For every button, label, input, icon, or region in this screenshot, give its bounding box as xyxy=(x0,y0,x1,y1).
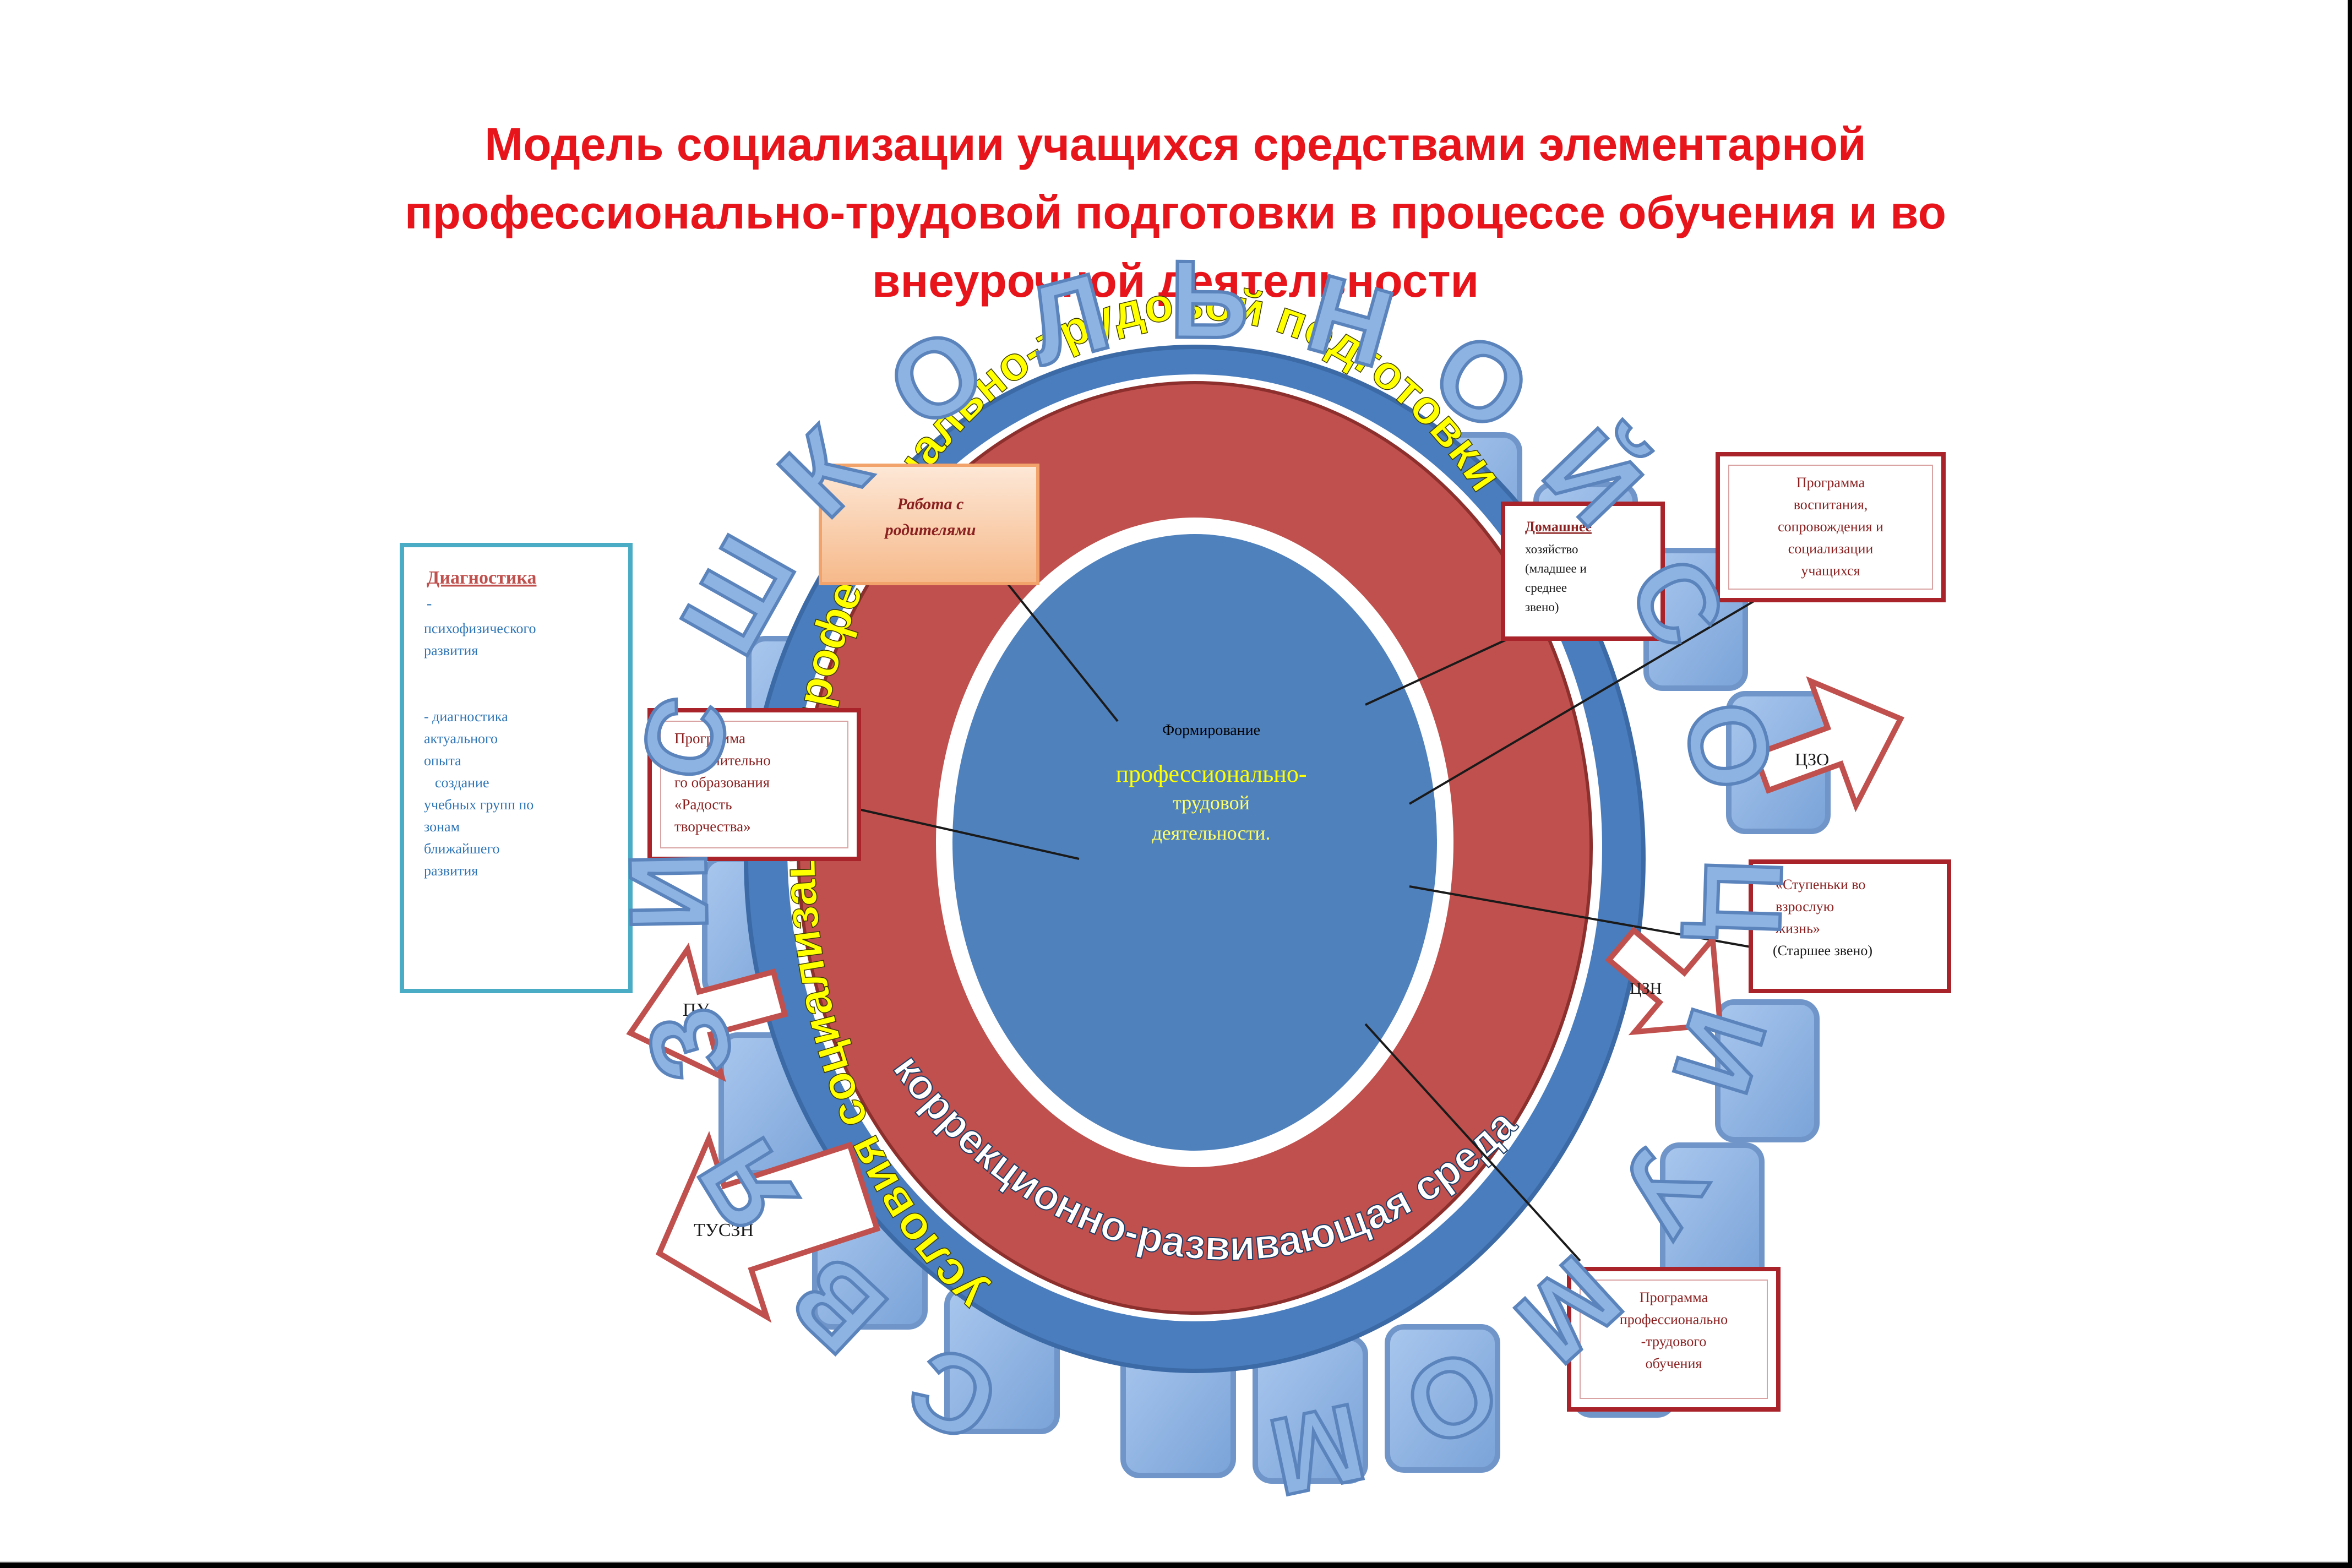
box-parents-line-2: родителями xyxy=(884,521,976,539)
arrow-tsn-label: ЦЗН xyxy=(1630,979,1662,998)
page-title: Модель социализации учащихся средствами … xyxy=(110,110,2241,315)
upb-line-4: социализации xyxy=(1788,541,1874,557)
center-circle xyxy=(952,534,1437,1151)
addl-line-4: «Радость xyxy=(674,796,732,813)
diag-line-10: развития xyxy=(424,863,478,879)
upb-line-2: воспитания, xyxy=(1794,497,1868,513)
letter-block xyxy=(1715,999,1820,1142)
center-line-3: трудовой xyxy=(1173,792,1250,814)
steps-line-3: жизнь» xyxy=(1775,921,1820,937)
home-heading: Домашнее xyxy=(1525,519,1592,535)
steps-line-2: взрослую xyxy=(1776,899,1834,914)
diag-line-8: зонам xyxy=(424,819,460,835)
addl-line-5: творчества» xyxy=(674,818,751,835)
labor-line-4: обучения xyxy=(1646,1355,1702,1371)
diag-heading: Диагностика xyxy=(427,568,536,588)
home-line-1: хозяйство xyxy=(1525,542,1578,556)
addl-line-3: го образования xyxy=(674,774,770,791)
diag-line-1: психофизического xyxy=(424,620,536,636)
home-line-3: среднее xyxy=(1525,581,1567,595)
diag-line-2: развития xyxy=(424,643,478,658)
title-line-2: профессионально-трудовой подготовки в пр… xyxy=(405,187,1946,238)
arrow-pu-label: ПУ xyxy=(683,1000,710,1020)
center-text: Формирование профессионально- трудовой д… xyxy=(1116,722,1307,844)
box-program-additional: Программа дополнительно го образования «… xyxy=(647,708,861,861)
diag-line-6: создание xyxy=(435,775,489,791)
diag-line-7: учебных групп по xyxy=(424,797,533,813)
center-line-2: профессионально- xyxy=(1116,760,1307,787)
title-line-3: внеурочной деятельности xyxy=(872,255,1479,307)
center-line-1: Формирование xyxy=(1162,722,1260,739)
outer-letter: С xyxy=(616,685,754,792)
home-line-2: (младшее и xyxy=(1525,562,1587,575)
diag-line-5: опыта xyxy=(424,753,461,769)
diag-line-3: - диагностика xyxy=(424,709,508,725)
letter-block xyxy=(1385,1324,1500,1473)
diag-line-4: актуального xyxy=(424,731,498,747)
home-line-4: звено) xyxy=(1525,600,1559,614)
arrow-tszo: ЦЗО xyxy=(1751,676,1905,813)
labor-line-3: -трудового xyxy=(1641,1333,1707,1349)
arrow-pu: ПУ xyxy=(626,943,788,1082)
addl-line-2: дополнительно xyxy=(674,752,771,769)
labor-line-2: профессионально xyxy=(1620,1311,1728,1327)
upb-line-3: сопровождения и xyxy=(1778,519,1883,535)
box-parents: Работа с родителями xyxy=(819,464,1039,585)
upb-line-1: Программа xyxy=(1796,475,1865,491)
connector-lines xyxy=(858,582,1785,1262)
box-parents-line-1: Работа с xyxy=(897,495,964,513)
arrow-tusin-label: ТУСЗН xyxy=(694,1220,754,1240)
box-steps: «Ступеньки во взрослую жизнь» (Старшее з… xyxy=(1749,859,1951,993)
arrow-tusin: ТУСЗН xyxy=(655,1131,881,1323)
diag-line-9: ближайшего xyxy=(424,841,499,857)
outer-letter: Ц xyxy=(1680,857,1805,941)
box-labor: Программа профессионально -трудового обу… xyxy=(1567,1267,1781,1412)
outer-letter: Ь xyxy=(1169,238,1249,361)
arrow-tszo-label: ЦЗО xyxy=(1795,749,1829,769)
upb-line-5: учащихся xyxy=(1801,563,1860,579)
box-home-module: Домашнее хозяйство (младшее и среднее зв… xyxy=(1501,502,1665,641)
arrow-tsn: ЦЗН xyxy=(1605,926,1723,1036)
addl-line-1: Программа xyxy=(674,730,745,747)
labor-line-1: Программа xyxy=(1640,1289,1708,1305)
steps-line-4: (Старшее звено) xyxy=(1773,943,1872,959)
box-diagnostics: Диагностика - психофизического развития … xyxy=(400,543,633,993)
steps-line-1: «Ступеньки во xyxy=(1776,876,1865,892)
box-upbringing: Программа воспитания, сопровождения и со… xyxy=(1716,452,1946,602)
outer-letter: И xyxy=(607,851,731,932)
title-line-1: Модель социализации учащихся средствами … xyxy=(484,118,1866,170)
center-line-4: деятельности. xyxy=(1152,822,1270,844)
diag-dash: - xyxy=(427,595,432,612)
